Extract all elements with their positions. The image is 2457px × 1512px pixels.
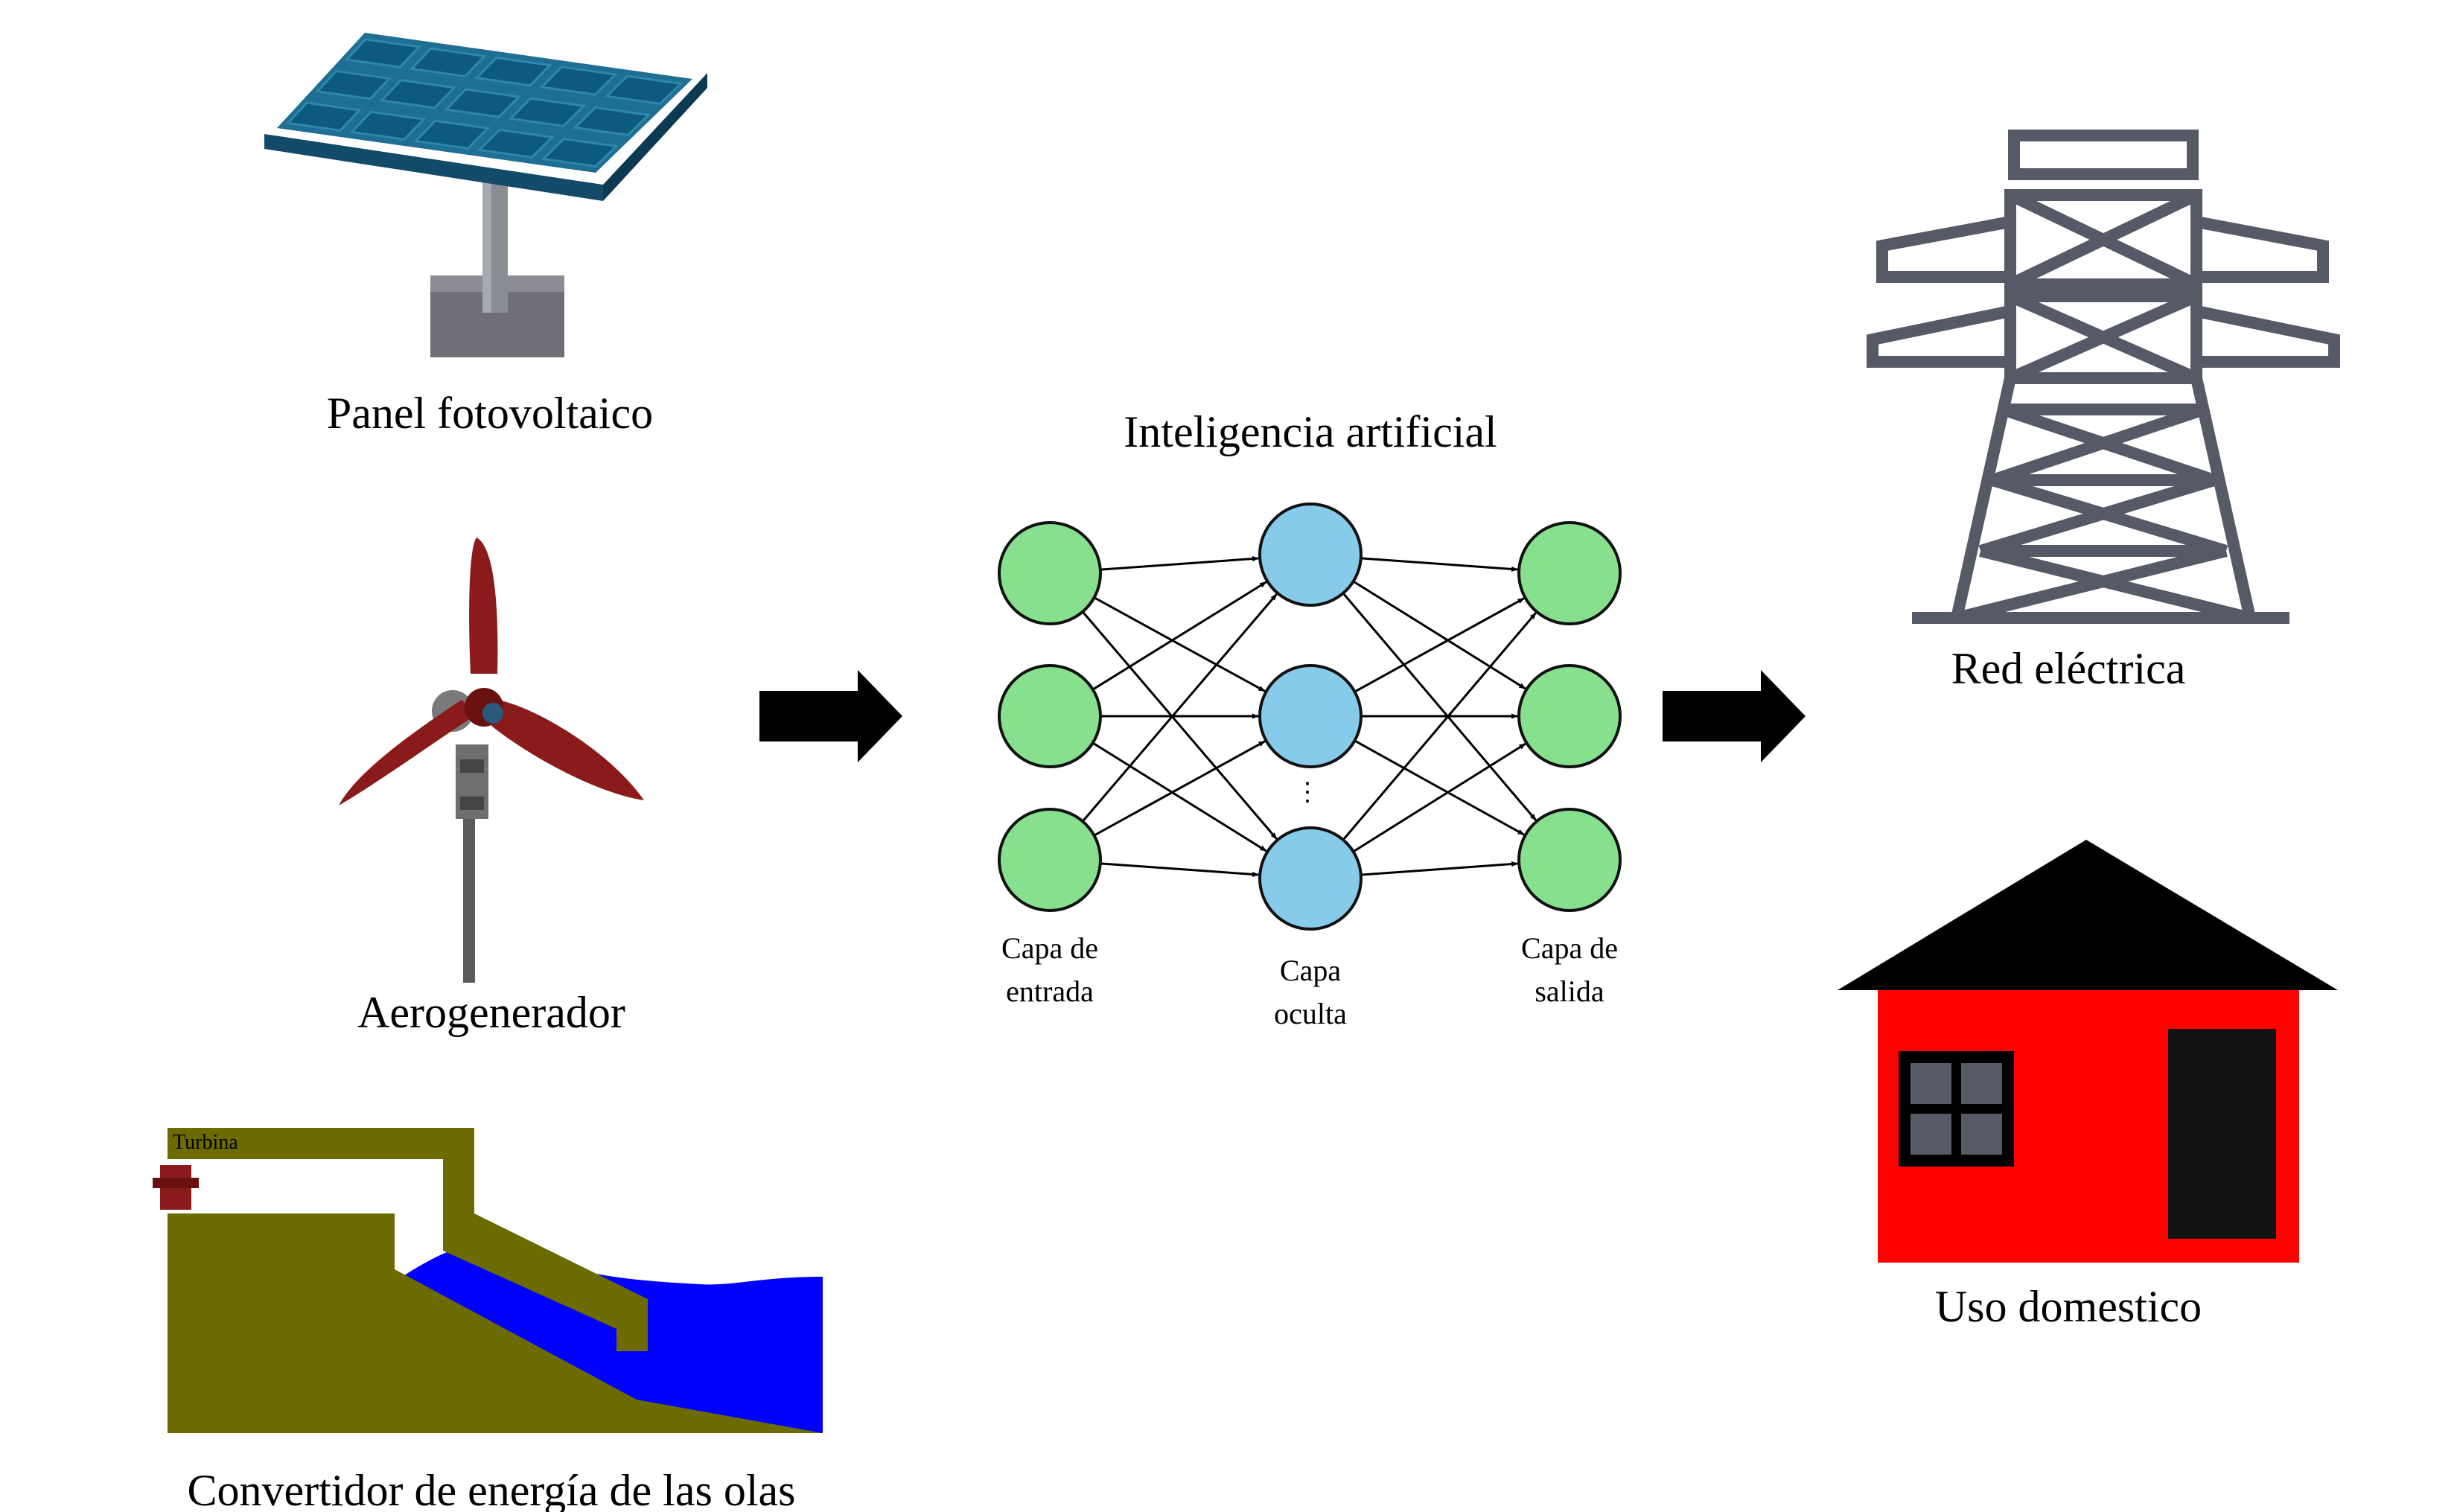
- hidden-layer-label-line2: oculta: [1274, 997, 1347, 1030]
- solar-cell: [573, 106, 651, 136]
- neural-network: [998, 503, 1622, 931]
- solar-cell: [413, 119, 491, 150]
- solar-cell: [604, 74, 683, 105]
- solar-cell: [285, 101, 362, 132]
- house-icon: [1838, 840, 2338, 1263]
- nn-connection: [1082, 593, 1278, 823]
- hidden-ellipsis: ⋮: [1295, 779, 1320, 806]
- input-layer-label-line2: entrada: [1006, 974, 1094, 1008]
- solar-cell: [349, 110, 427, 141]
- solar-cell: [409, 47, 487, 78]
- solar-label: Panel fotovoltaico: [327, 389, 653, 438]
- wind-turbine-icon: [339, 538, 644, 983]
- nn-connection: [1100, 555, 1260, 571]
- hidden-layer-label-line1: Capa: [1280, 954, 1341, 987]
- input-node: [998, 808, 1102, 912]
- nn-connection: [1360, 557, 1519, 572]
- nn-connection: [1360, 861, 1519, 876]
- output-node: [1517, 664, 1622, 768]
- output-node: [1517, 521, 1622, 625]
- arrow-right-icon: [1663, 670, 1806, 762]
- turbine-label: Turbina: [173, 1131, 238, 1154]
- nn-connections: [1082, 555, 1537, 878]
- hidden-node: [1258, 826, 1363, 931]
- power-tower-icon: [1867, 130, 2340, 624]
- input-node: [998, 664, 1102, 768]
- nn-connection: [1093, 596, 1266, 692]
- wave-converter-icon: Turbina: [153, 1128, 823, 1433]
- solar-cell: [315, 69, 392, 101]
- output-layer-label-line1: Capa de: [1521, 931, 1618, 965]
- ai-title: Inteligencia artificial: [1124, 407, 1497, 456]
- solar-cell: [474, 56, 552, 87]
- solar-cell: [541, 137, 619, 168]
- solar-cell: [477, 128, 555, 159]
- nn-connection: [1354, 597, 1525, 693]
- solar-cell: [508, 97, 587, 127]
- nn-connection: [1082, 610, 1278, 840]
- solar-cell: [344, 38, 421, 68]
- nn-connection: [1093, 740, 1266, 837]
- nn-connection: [1342, 612, 1537, 841]
- input-layer-label-line1: Capa de: [1001, 931, 1098, 965]
- input-node: [998, 521, 1102, 625]
- nn-connection: [1352, 742, 1526, 853]
- hidden-node: [1258, 664, 1363, 768]
- solar-cell: [379, 79, 456, 109]
- wave-label: Convertidor de energía de las olas: [188, 1466, 796, 1512]
- nn-connection: [1092, 581, 1267, 691]
- solar-cell: [539, 66, 618, 96]
- hidden-node: [1258, 503, 1363, 607]
- nn-connection: [1100, 862, 1260, 878]
- nn-connection: [1354, 739, 1525, 836]
- solar-panel-icon: [264, 22, 707, 357]
- grid-label: Red eléctrica: [1951, 644, 2186, 693]
- nn-connection: [1092, 741, 1267, 852]
- wind-label: Aerogenerador: [357, 988, 625, 1037]
- home-label: Uso domestico: [1935, 1282, 2202, 1331]
- output-node: [1517, 808, 1622, 912]
- solar-cell: [444, 88, 522, 118]
- nn-connection: [1352, 580, 1526, 690]
- arrow-right-icon: [759, 670, 902, 762]
- output-layer-label-line2: salida: [1535, 974, 1604, 1008]
- nn-connection: [1342, 592, 1537, 821]
